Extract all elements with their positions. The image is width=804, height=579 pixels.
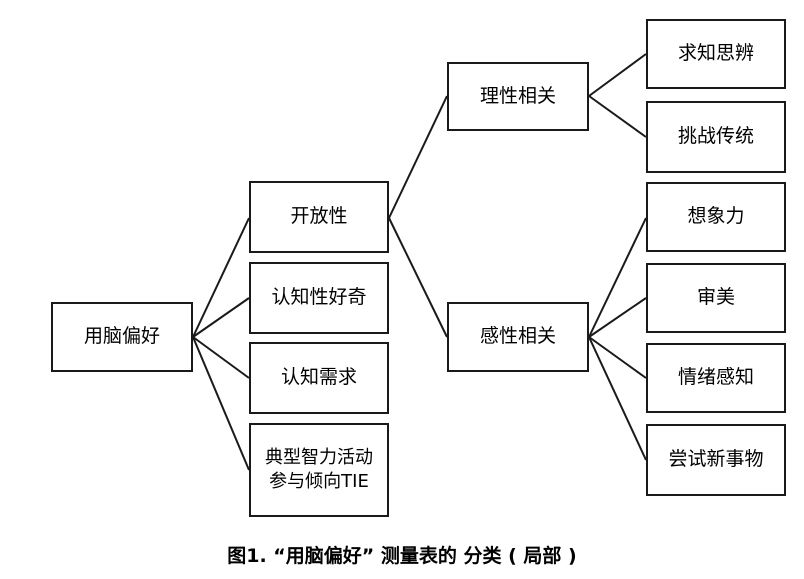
node-cognitive-curiosity-label: 认知性好奇 bbox=[271, 286, 367, 309]
node-imagination: 想象力 bbox=[646, 182, 786, 252]
node-openness-label: 开放性 bbox=[290, 205, 348, 228]
node-need-for-cognition-label: 认知需求 bbox=[280, 366, 357, 389]
node-root: 用脑偏好 bbox=[51, 302, 193, 372]
node-aesthetic: 审美 bbox=[646, 263, 786, 333]
link-root-openness bbox=[192, 217, 250, 338]
node-emotion-perception-label: 情绪感知 bbox=[677, 366, 754, 389]
node-imagination-label: 想象力 bbox=[687, 205, 745, 228]
node-rational-label: 理性相关 bbox=[479, 84, 556, 107]
link-root-need bbox=[192, 336, 250, 379]
node-challenge-tradition-label: 挑战传统 bbox=[677, 125, 754, 148]
node-cognitive-curiosity: 认知性好奇 bbox=[249, 262, 389, 334]
node-inquiry-label: 求知思辨 bbox=[677, 42, 754, 65]
figure-caption: 图1. “用脑偏好” 测量表的 分类 ( 局部 ) bbox=[227, 545, 577, 567]
link-rational-challenge bbox=[588, 95, 647, 138]
node-need-for-cognition: 认知需求 bbox=[249, 342, 389, 414]
node-tie-label-line1: 典型智力活动 bbox=[265, 446, 373, 468]
link-root-curiosity bbox=[192, 297, 250, 338]
link-perceptual-emotion bbox=[588, 336, 647, 379]
link-openness-rational bbox=[388, 95, 448, 219]
link-root-tie bbox=[192, 336, 250, 471]
node-perceptual: 感性相关 bbox=[447, 302, 589, 372]
link-rational-inquiry bbox=[588, 53, 647, 97]
link-openness-perceptual bbox=[388, 217, 448, 338]
node-tie: 典型智力活动 参与倾向TIE bbox=[249, 423, 389, 517]
link-perceptual-imagination bbox=[588, 217, 647, 338]
node-openness: 开放性 bbox=[249, 181, 389, 253]
node-novelty-label: 尝试新事物 bbox=[668, 448, 764, 471]
link-perceptual-aesthetic bbox=[588, 297, 647, 338]
node-rational: 理性相关 bbox=[447, 62, 589, 131]
node-root-label: 用脑偏好 bbox=[83, 325, 160, 348]
node-tie-label-line2: 参与倾向TIE bbox=[269, 471, 369, 492]
node-challenge-tradition: 挑战传统 bbox=[646, 101, 786, 173]
node-emotion-perception: 情绪感知 bbox=[646, 343, 786, 413]
node-aesthetic-label: 审美 bbox=[696, 286, 735, 309]
node-perceptual-label: 感性相关 bbox=[479, 325, 556, 348]
link-perceptual-novelty bbox=[588, 336, 647, 461]
node-novelty: 尝试新事物 bbox=[646, 424, 786, 496]
node-inquiry: 求知思辨 bbox=[646, 19, 786, 89]
